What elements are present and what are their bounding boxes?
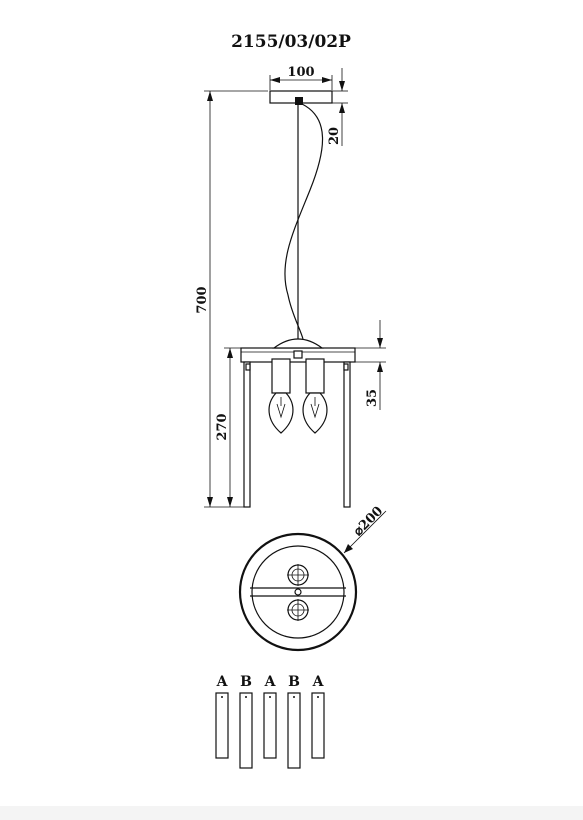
crystal-prism (263, 692, 277, 759)
canopy-cap (295, 97, 303, 105)
dimension-canopy-height (332, 68, 348, 146)
crystal-hole (293, 696, 295, 698)
label-frame-height: 35 (365, 389, 380, 407)
frame-leg-right (343, 361, 351, 508)
crystal-prism (239, 692, 253, 769)
leg-clip-left (245, 363, 251, 371)
plan-outer-ring (238, 532, 358, 652)
crystal-hole (269, 696, 271, 698)
dome-connector (293, 350, 303, 359)
dimension-total-height (204, 90, 268, 508)
dimension-frame-height (355, 320, 386, 410)
power-cable (284, 103, 324, 340)
crystal-label: A (312, 674, 325, 690)
plan-inner-ring (251, 545, 345, 639)
bulb-holder-left (271, 358, 291, 394)
plan-center-point (294, 588, 302, 596)
drawing-title: 2155/03/02P (231, 32, 351, 52)
crystal-label: B (240, 674, 252, 690)
crystal-prism (287, 692, 301, 769)
dimension-diameter (343, 510, 387, 554)
bulb-holder-right (305, 358, 325, 394)
bulb-filament-left (276, 397, 286, 419)
crystal-label: A (264, 674, 277, 690)
crystal-hole (221, 696, 223, 698)
plan-socket-top (287, 564, 309, 586)
label-total-height: 700 (195, 286, 210, 313)
label-fixture-height: 270 (215, 413, 230, 440)
side-elevation: 700 270 100 20 (195, 65, 386, 508)
dimension-canopy-width (269, 75, 333, 90)
plan-view: ⌀200 (238, 504, 387, 652)
crystal-label: A (216, 674, 229, 690)
crystal-prism (311, 692, 325, 759)
label-canopy-height: 20 (327, 127, 342, 145)
crystal-label: B (288, 674, 300, 690)
label-canopy-width: 100 (287, 65, 314, 80)
bulb-right (302, 392, 328, 434)
crystal-prism (215, 692, 229, 759)
bulb-left (268, 392, 294, 434)
center-dome (272, 338, 324, 349)
crystal-hole (245, 696, 247, 698)
bulb-filament-right (310, 397, 320, 419)
label-diameter: ⌀200 (351, 504, 386, 539)
dimension-fixture-height (224, 347, 241, 507)
plan-socket-bottom (287, 599, 309, 621)
crystal-hole (317, 696, 319, 698)
frame-leg-left (243, 361, 251, 508)
footer-band (0, 806, 583, 820)
leg-clip-right (343, 363, 349, 371)
